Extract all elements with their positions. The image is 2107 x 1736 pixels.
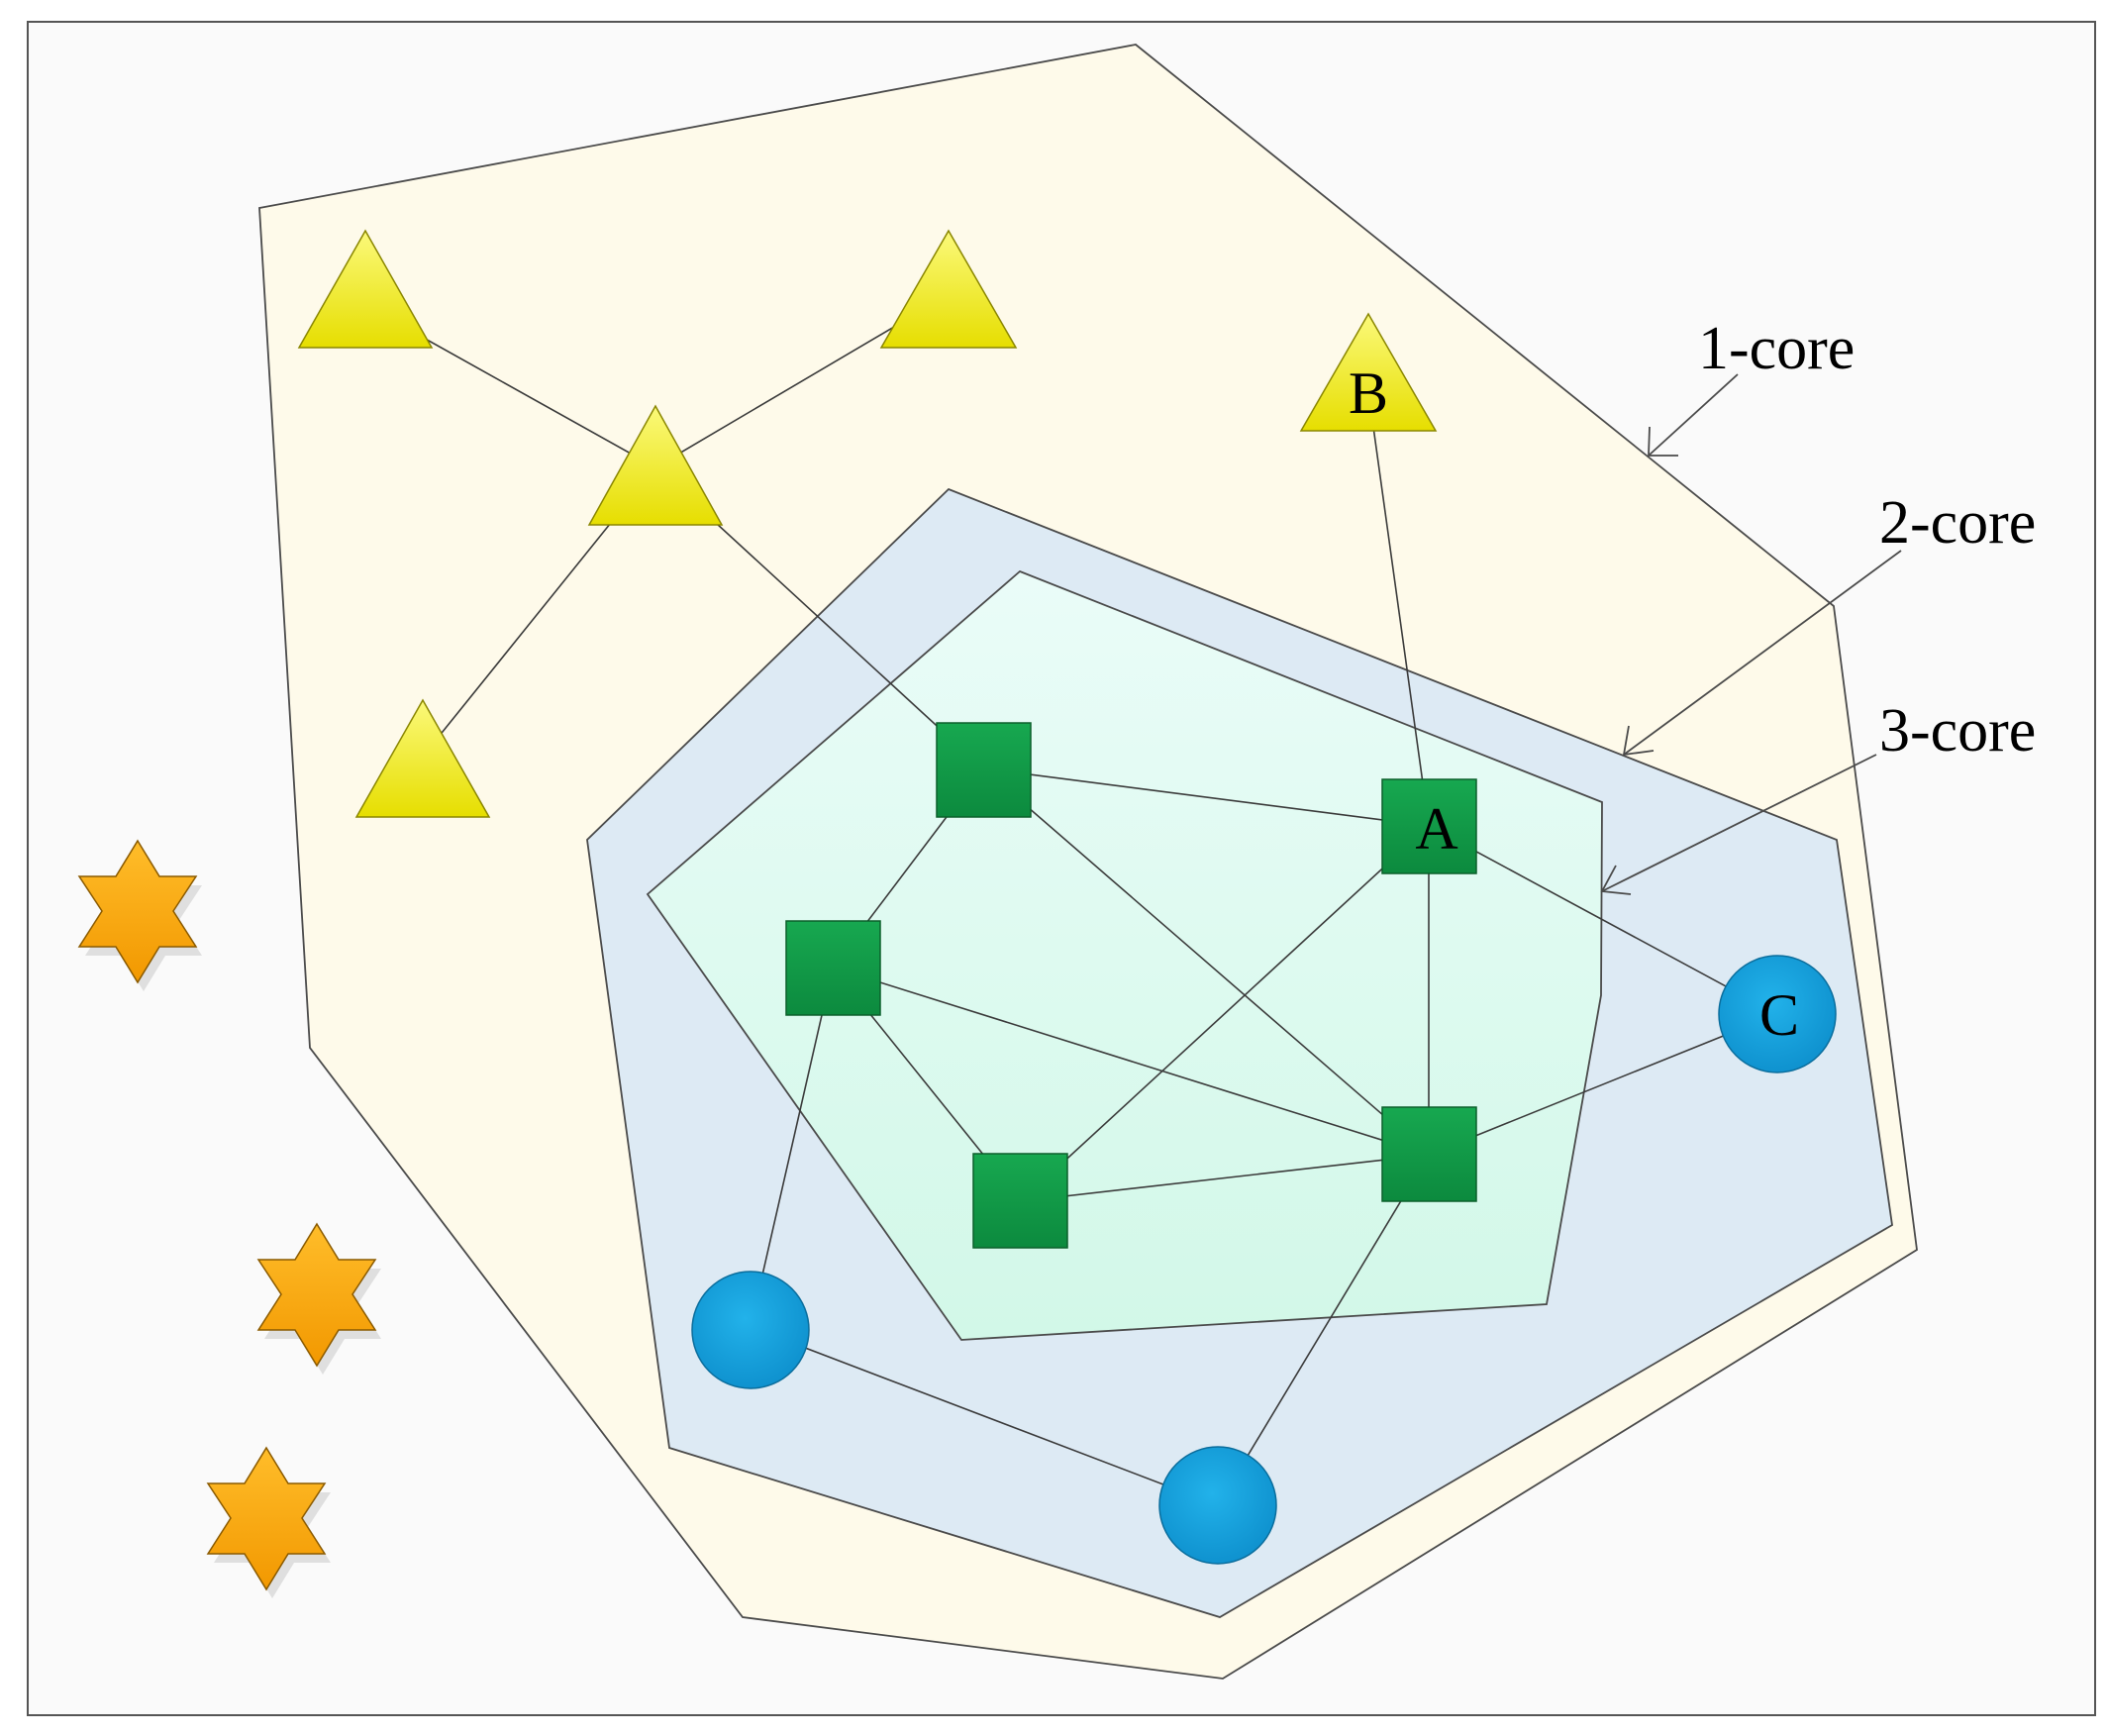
core3-region — [646, 569, 1603, 1341]
node-b-triangle-icon — [1299, 312, 1438, 432]
arrow-head-icon — [1622, 725, 1655, 757]
edge — [1020, 825, 1430, 1202]
orange-star-icon — [77, 839, 202, 991]
orange-star-icon — [256, 1222, 381, 1375]
yellow-triangle-icon — [354, 698, 491, 818]
edge — [385, 316, 656, 468]
node-a-square-icon — [1381, 778, 1477, 874]
core1-label: 1-core — [1698, 315, 1855, 382]
core2-arrow — [1623, 550, 1902, 756]
core3-arrow — [1601, 754, 1877, 892]
edge — [1217, 1154, 1430, 1506]
yellow-triangle-icon — [879, 229, 1018, 349]
green-square-icon — [1381, 1106, 1477, 1202]
square-nodes: A — [785, 722, 1477, 1249]
edge — [982, 767, 1430, 1156]
green-square-icon — [936, 722, 1032, 818]
orange-star-icon — [206, 1446, 331, 1598]
core1-arrow — [1648, 373, 1739, 457]
star-nodes — [77, 839, 381, 1598]
edge — [654, 316, 912, 468]
core2-label: 2-core — [1879, 489, 2036, 557]
core3-label: 3-core — [1879, 697, 2036, 765]
node-c-circle-icon — [1718, 955, 1837, 1073]
edge — [832, 967, 1430, 1156]
edge — [1428, 825, 1778, 1015]
yellow-triangle-icon — [297, 229, 434, 349]
blue-circle-icon — [691, 1271, 810, 1389]
edge — [1020, 1154, 1430, 1202]
edge — [750, 1326, 1219, 1506]
edge — [1367, 390, 1430, 827]
arrow-head-icon — [1600, 865, 1632, 895]
yellow-triangle-icon — [587, 404, 724, 526]
circle-nodes: C — [691, 955, 1837, 1565]
triangle-nodes: B — [297, 229, 1438, 818]
node-c-label: C — [1759, 982, 1799, 1048]
arrow-head-icon — [1648, 426, 1678, 457]
green-square-icon — [785, 920, 881, 1016]
edge — [750, 967, 834, 1328]
core-labels: 1-core 2-core 3-core — [1600, 315, 2036, 895]
blue-circle-icon — [1158, 1446, 1277, 1565]
edge — [1428, 1013, 1778, 1156]
green-square-icon — [972, 1153, 1068, 1249]
node-b-label: B — [1349, 360, 1388, 426]
edge — [982, 767, 1430, 827]
node-a-label: A — [1415, 796, 1457, 862]
